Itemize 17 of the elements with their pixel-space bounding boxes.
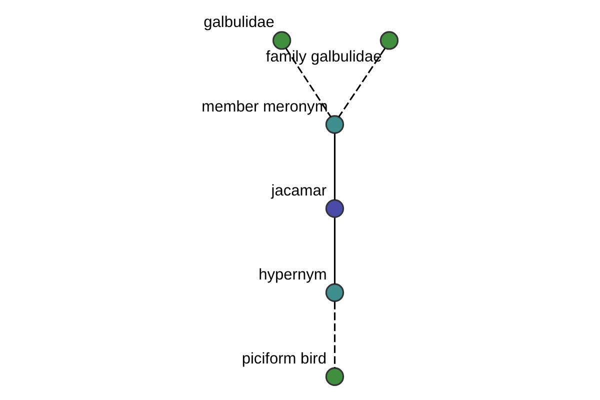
connector bbox=[333, 218, 336, 284]
connector bbox=[338, 48, 386, 118]
node-label: member meronym bbox=[201, 98, 328, 116]
node-circle bbox=[324, 199, 344, 218]
node-circle bbox=[272, 31, 291, 50]
node-label: jacamar bbox=[270, 182, 326, 200]
node-circle bbox=[324, 115, 344, 134]
node-label: family galbulidae bbox=[265, 48, 382, 66]
node-label: piciform bird bbox=[241, 350, 326, 368]
node-circle bbox=[324, 367, 344, 386]
connector bbox=[333, 134, 336, 200]
node-circle bbox=[324, 283, 344, 302]
node-circle bbox=[379, 31, 398, 50]
node-label: hypernym bbox=[258, 266, 326, 284]
connector bbox=[284, 48, 331, 118]
connector bbox=[333, 302, 336, 368]
node-label: galbulidae bbox=[203, 14, 274, 32]
